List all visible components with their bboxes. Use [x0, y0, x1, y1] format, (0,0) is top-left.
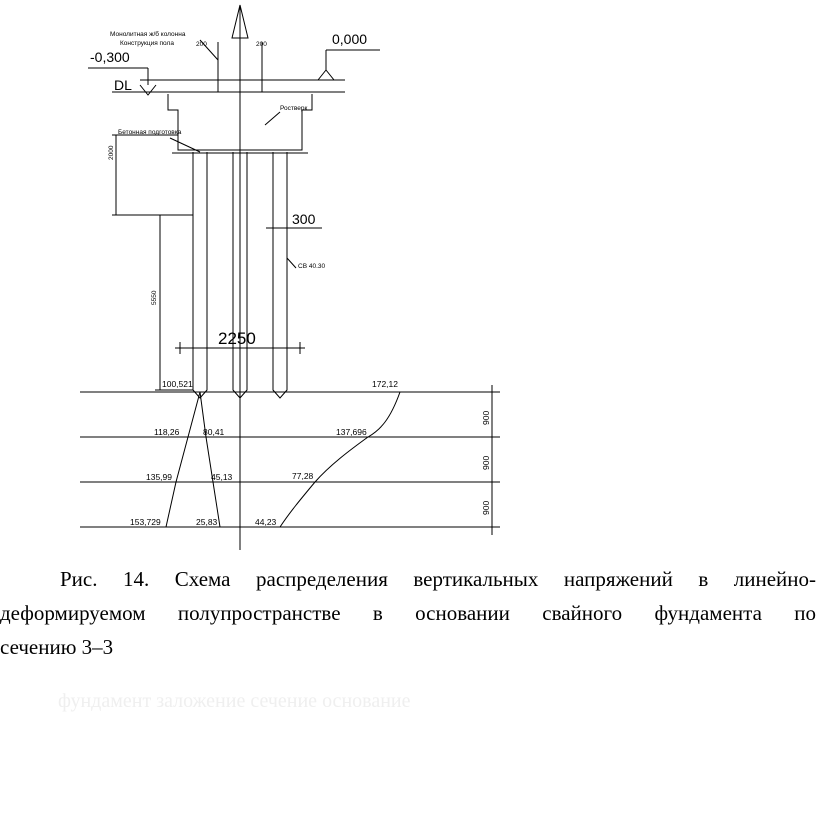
stress-value: 100,521 [162, 379, 193, 389]
stress-value: 77,28 [292, 471, 314, 481]
pile-mark-label: СВ 40.30 [298, 263, 325, 270]
dim-small-1: 200 [196, 41, 207, 48]
mark-0300-arrow [139, 84, 157, 96]
watermark-text: фундамент заложение сечение основание [58, 690, 411, 712]
leader-grillage [264, 111, 281, 126]
pile-left [192, 152, 208, 399]
leader-prep [169, 137, 201, 153]
stress-curve-sz [165, 391, 201, 528]
figure-caption: Рис. 14. Схема распределения вертикальны… [0, 562, 816, 664]
stress-curve-szp [240, 391, 401, 528]
concrete-prep-label: Бетонная подготовка [118, 129, 182, 136]
layer-1-label: 900 [481, 411, 491, 425]
mark-0000-arrow [317, 69, 336, 81]
leader-pile-mark [286, 257, 297, 269]
floor-label: Конструкция пола [120, 40, 174, 47]
axis-arrow [231, 4, 249, 39]
caption-line: деформируемом полупространстве в основан… [0, 601, 816, 625]
pile-center [232, 152, 248, 399]
mark-top-label: 0,000 [332, 31, 367, 47]
dim-small-2: 200 [256, 41, 267, 48]
stress-value: 137,696 [336, 427, 367, 437]
leader-column [199, 39, 219, 61]
pile-width-label: 300 [292, 211, 316, 227]
grillage-outline [167, 94, 313, 151]
mark-left-label: -0,300 [90, 49, 130, 65]
caption-line: Рис. 14. Схема распределения вертикальны… [60, 567, 816, 591]
stress-value: 25,83 [196, 517, 218, 527]
layer-3-label: 900 [481, 501, 491, 515]
stress-value: 45,13 [211, 472, 233, 482]
dim-2250-label: 2250 [218, 329, 256, 348]
column-label: Монолитная ж/б колонна [110, 30, 186, 38]
stress-value: 118,26 [154, 427, 180, 437]
stress-value: 80,41 [203, 427, 225, 437]
stress-curve-szg [199, 391, 221, 528]
dim-2000-label: 2000 [108, 145, 115, 160]
stress-value: 153,729 [130, 517, 161, 527]
stress-value: 135,99 [146, 472, 172, 482]
stress-value: 44,23 [255, 517, 277, 527]
dl-label: DL [114, 77, 132, 93]
stress-value: 172,12 [372, 379, 398, 389]
pile-right [272, 152, 288, 399]
grillage-label: Ростверк [280, 105, 308, 112]
layer-2-label: 900 [481, 456, 491, 470]
dim-5550-label: 5550 [151, 290, 158, 305]
caption-line: сечению 3–3 [0, 635, 114, 659]
foundation-stress-diagram: 0,000 -0,300 DL Монолитная ж/б колонна К… [80, 4, 500, 550]
